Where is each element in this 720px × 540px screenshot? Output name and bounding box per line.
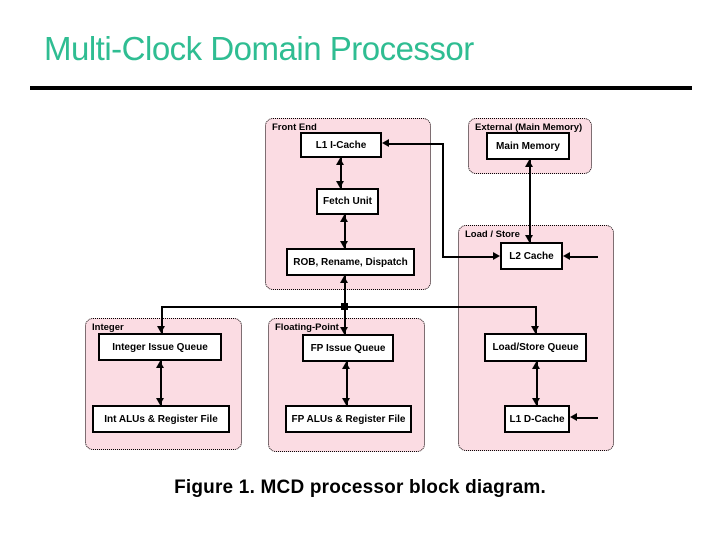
block-fetch-unit: Fetch Unit (316, 188, 379, 215)
connector-l1i-l2-bottom (442, 256, 494, 258)
block-l1-dcache: L1 D-Cache (504, 405, 570, 433)
connector-l1i-fetch (340, 158, 342, 188)
arrowhead (336, 158, 344, 165)
block-l2-cache: L2 Cache (500, 242, 563, 270)
arrowhead (340, 327, 348, 334)
arrowhead (532, 398, 540, 405)
arrowhead (336, 181, 344, 188)
arrowhead (531, 326, 539, 333)
block-rob-rename-dispatch: ROB, Rename, Dispatch (286, 248, 415, 276)
domain-label-external: External (Main Memory) (475, 122, 583, 133)
connector-bus-lsq (535, 306, 537, 333)
arrowhead (156, 398, 164, 405)
block-int-alus-register-file: Int ALUs & Register File (92, 405, 230, 433)
arrowhead (342, 362, 350, 369)
arrowhead (340, 215, 348, 222)
arrowhead (340, 241, 348, 248)
domain-label-front-end: Front End (272, 122, 317, 133)
block-main-memory: Main Memory (486, 132, 570, 160)
dispatch-bus (161, 306, 537, 308)
arrowhead (525, 235, 533, 242)
stub-l2-right (569, 256, 598, 258)
figure-caption: Figure 1. MCD processor block diagram. (174, 477, 546, 498)
arrowhead (532, 362, 540, 369)
connector-bus-intq (161, 306, 163, 333)
arrowhead (525, 160, 533, 167)
arrowhead (156, 361, 164, 368)
connector-l1i-l2-vert (442, 143, 444, 258)
connector-fpq-fpalu (346, 362, 348, 405)
arrowhead (493, 252, 500, 260)
block-load-store-queue: Load/Store Queue (484, 333, 587, 362)
arrowhead (382, 139, 389, 147)
connector-fetch-rob (344, 215, 346, 248)
connector-mainmem-l2 (529, 160, 531, 242)
title-divider (30, 86, 692, 90)
arrowhead (342, 398, 350, 405)
arrowhead (340, 276, 348, 283)
arrowhead (570, 413, 577, 421)
block-integer-issue-queue: Integer Issue Queue (98, 333, 222, 361)
block-fp-alus-register-file: FP ALUs & Register File (285, 405, 412, 433)
stub-l1d-right (576, 417, 598, 419)
connector-l1i-l2-top (388, 143, 444, 145)
domain-label-load-store: Load / Store (465, 229, 520, 240)
block-l1-icache: L1 I-Cache (300, 132, 382, 158)
connector-intq-intalu (160, 361, 162, 405)
domain-label-floating-point: Floating-Point (275, 322, 339, 333)
arrowhead (157, 326, 165, 333)
page-title: Multi-Clock Domain Processor (44, 30, 474, 67)
connector-lsq-l1d (536, 362, 538, 405)
arrowhead (563, 252, 570, 260)
block-fp-issue-queue: FP Issue Queue (302, 334, 394, 362)
domain-label-integer: Integer (92, 322, 124, 333)
